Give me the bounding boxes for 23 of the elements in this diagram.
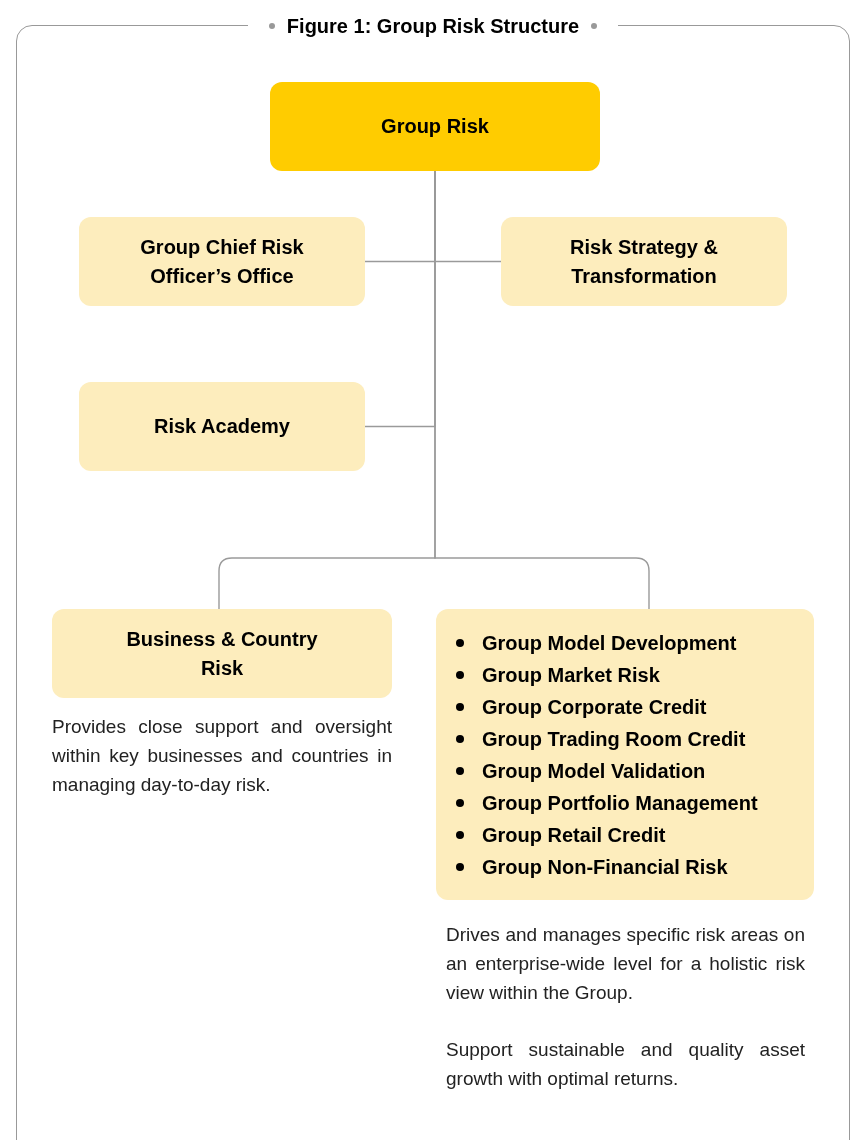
description-text: Support sustainable and quality asset growth with optimal returns. <box>446 1038 805 1091</box>
org-box <box>270 82 600 171</box>
description-text: Drives and manages specific risk areas on an enterprise-wide level for a holistic risk view within the Group. <box>446 923 805 1005</box>
list-item: Group Non-Financial Risk <box>482 854 728 880</box>
org-box <box>501 217 787 306</box>
node-label: Business & Country Risk <box>125 626 319 681</box>
node-label: Group Risk <box>381 114 489 139</box>
list-item: Group Model Development <box>482 630 737 656</box>
list-item: Group Retail Credit <box>482 822 666 848</box>
description-text: Provides close support and oversight within key businesses and countries in managing day-to-day risk. <box>52 715 392 797</box>
list-item: Group Model Validation <box>482 758 706 784</box>
org-box <box>79 217 365 306</box>
list-box <box>436 609 814 900</box>
figure-title: Figure 1: Group Risk Structure <box>286 14 580 39</box>
org-box <box>52 609 392 698</box>
node-label: Group Chief Risk Officer’s Office <box>139 234 305 289</box>
list-item: Group Market Risk <box>482 662 660 688</box>
org-box <box>79 382 365 471</box>
node-label: Risk Strategy & Transformation <box>569 234 719 289</box>
list-item: Group Corporate Credit <box>482 694 707 720</box>
list-item: Group Portfolio Management <box>482 790 758 816</box>
list-item: Group Trading Room Credit <box>482 726 746 752</box>
node-label: Risk Academy <box>154 414 290 439</box>
